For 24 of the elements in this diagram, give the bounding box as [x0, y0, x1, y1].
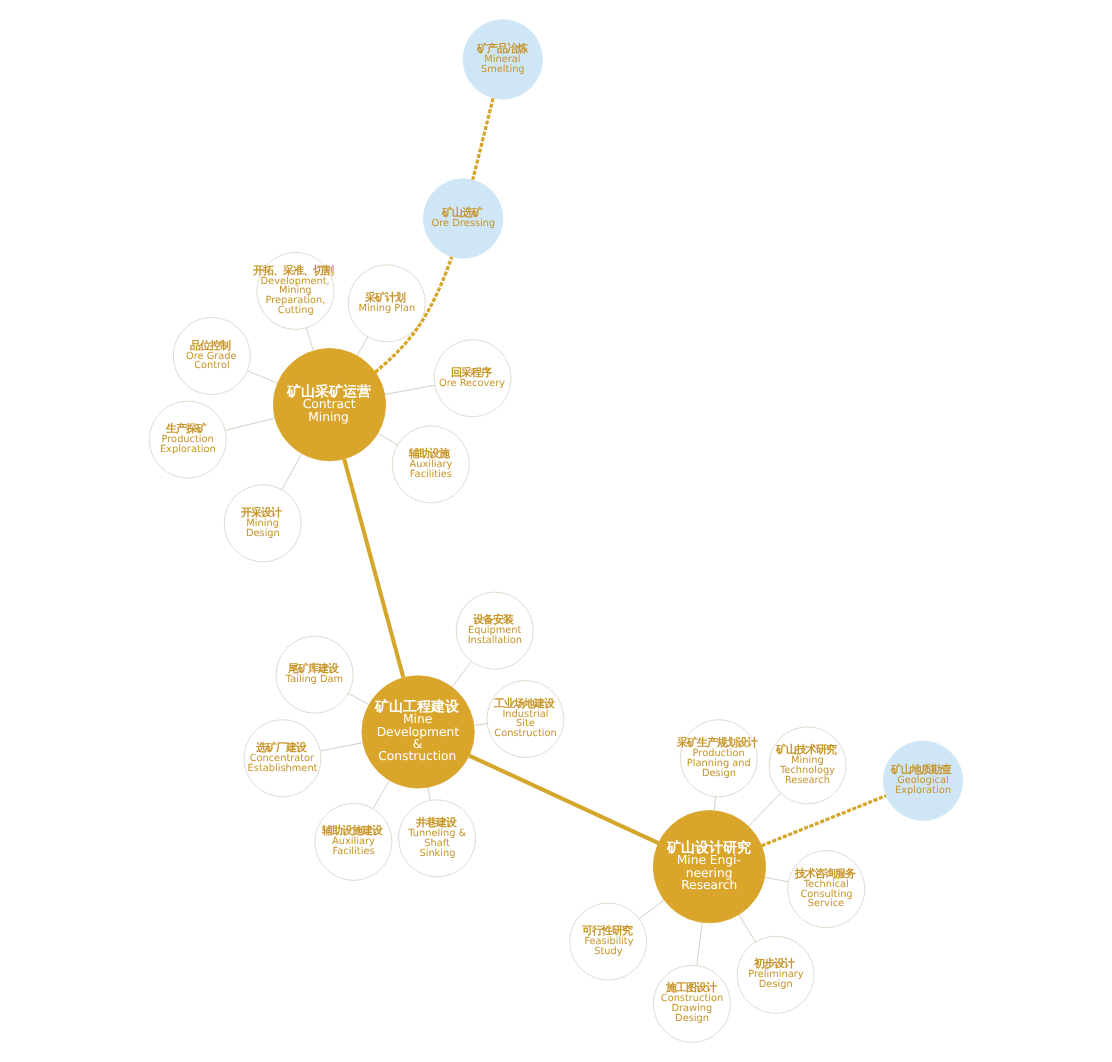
connector: [471, 97, 495, 181]
connector: [696, 922, 703, 966]
connector: [224, 417, 276, 431]
connector: [638, 899, 665, 920]
connector: [247, 370, 278, 384]
connector: [473, 723, 488, 726]
connector: [372, 780, 390, 809]
connector: [374, 256, 454, 374]
connector: [384, 384, 436, 395]
connector: [306, 327, 314, 352]
connector: [713, 796, 716, 811]
connector: [748, 792, 781, 827]
connector: [761, 794, 887, 848]
connector: [468, 753, 660, 845]
connector: [348, 693, 370, 706]
connector: [427, 786, 431, 801]
connector: [451, 661, 472, 688]
connector: [738, 914, 756, 943]
connector: [764, 876, 789, 883]
connector: [377, 432, 398, 446]
connector: [320, 742, 364, 752]
connector: [342, 458, 406, 679]
connector: [281, 453, 303, 490]
connector: [356, 336, 369, 357]
